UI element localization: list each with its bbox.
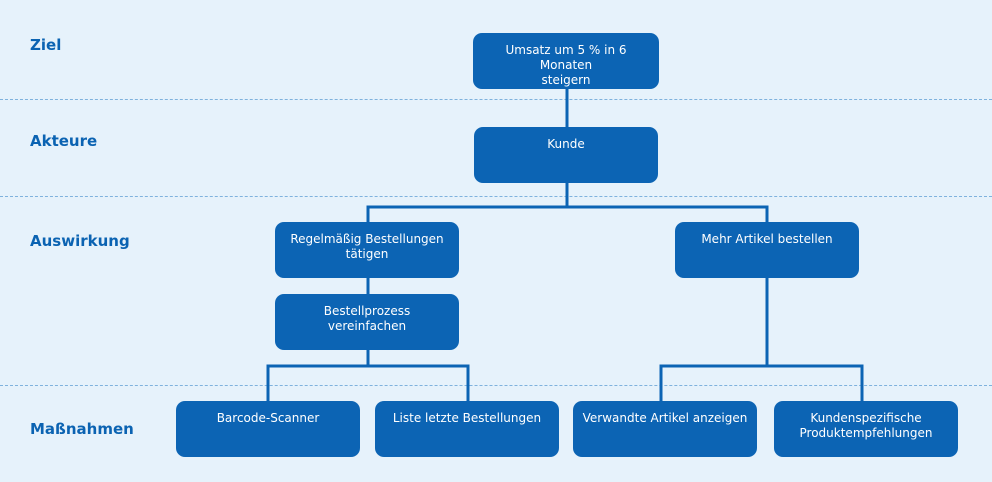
row-label-goal: Ziel — [30, 36, 62, 54]
node-impact-left: Regelmäßig Bestellungen tätigen — [275, 222, 459, 278]
node-impact-right: Mehr Artikel bestellen — [675, 222, 859, 278]
node-related: Verwandte Artikel anzeigen — [573, 401, 757, 457]
row-label-impact: Auswirkung — [30, 232, 130, 250]
node-list: Liste letzte Bestellungen — [375, 401, 559, 457]
divider-impact-deliverables — [0, 385, 992, 386]
divider-goal-actors — [0, 99, 992, 100]
divider-actors-impact — [0, 196, 992, 197]
node-recommend: Kundenspezifische Produktempfehlungen — [774, 401, 958, 457]
node-actor: Kunde — [474, 127, 658, 183]
node-barcode: Barcode-Scanner — [176, 401, 360, 457]
node-goal: Umsatz um 5 % in 6 Monaten steigern — [473, 33, 659, 89]
row-label-actors: Akteure — [30, 132, 98, 150]
node-process: Bestellprozess vereinfachen — [275, 294, 459, 350]
row-label-deliverables: Maßnahmen — [30, 420, 134, 438]
